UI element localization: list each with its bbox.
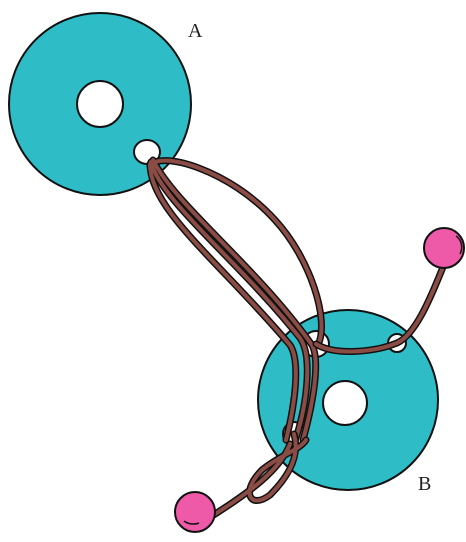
bead-bottom-highlight: [183, 520, 200, 525]
disk-a: [8, 12, 192, 196]
bead-bottom-left: [174, 491, 216, 533]
cord-to-bottom-bead: [208, 430, 310, 520]
bead-top-right: [423, 227, 465, 269]
cord-loop-3: [148, 162, 298, 442]
disk-a-center-hole: [76, 80, 124, 128]
cord-loop-4: [148, 158, 324, 347]
label-a: A: [188, 20, 203, 42]
cord-top: [314, 260, 447, 354]
label-b: B: [418, 473, 431, 495]
cord-to-top-bead: [312, 258, 449, 355]
bead-icon: [174, 491, 216, 533]
cord-bottom-2: [210, 442, 292, 518]
bead-top-highlight: [455, 235, 463, 255]
cord-loop-2: [151, 158, 318, 442]
cord-loop-1: [149, 160, 310, 440]
bead-icon: [423, 227, 465, 269]
disk-b-center-hole: [322, 380, 368, 426]
cord-bundle: [146, 156, 325, 444]
